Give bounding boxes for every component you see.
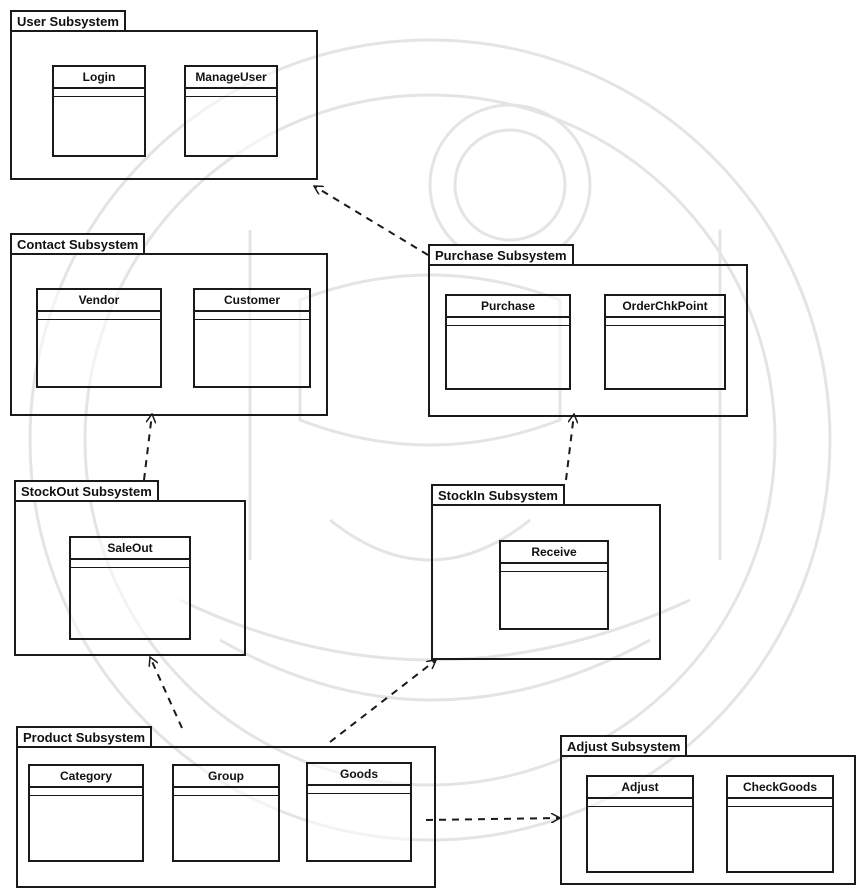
class-attributes bbox=[447, 318, 569, 326]
class-attributes bbox=[54, 89, 144, 97]
dependency-product-to-stockin bbox=[329, 660, 436, 743]
class-attributes bbox=[606, 318, 724, 326]
class-login: Login bbox=[52, 65, 146, 157]
class-attributes bbox=[38, 312, 160, 320]
package-body bbox=[560, 755, 856, 885]
class-purchase: Purchase bbox=[445, 294, 571, 390]
package-body bbox=[431, 504, 661, 660]
class-name: Goods bbox=[308, 764, 410, 786]
contact-subsystem-package: Contact Subsystem Vendor Customer bbox=[10, 233, 328, 416]
class-adjust: Adjust bbox=[586, 775, 694, 873]
class-attributes bbox=[174, 788, 278, 796]
class-saleout: SaleOut bbox=[69, 536, 191, 640]
package-label: Product Subsystem bbox=[16, 726, 153, 748]
class-attributes bbox=[728, 799, 832, 807]
purchase-subsystem-package: Purchase Subsystem Purchase OrderChkPoin… bbox=[428, 244, 748, 417]
class-category: Category bbox=[28, 764, 144, 862]
class-attributes bbox=[186, 89, 276, 97]
class-manageuser: ManageUser bbox=[184, 65, 278, 157]
class-name: Group bbox=[174, 766, 278, 788]
class-vendor: Vendor bbox=[36, 288, 162, 388]
package-body bbox=[428, 264, 748, 417]
class-receive: Receive bbox=[499, 540, 609, 630]
dependency-stockin-to-purchase bbox=[565, 414, 574, 481]
package-label: Purchase Subsystem bbox=[428, 244, 574, 266]
adjust-subsystem-package: Adjust Subsystem Adjust CheckGoods bbox=[560, 735, 856, 885]
class-group: Group bbox=[172, 764, 280, 862]
package-label: StockOut Subsystem bbox=[14, 480, 159, 502]
stockout-subsystem-package: StockOut Subsystem SaleOut bbox=[14, 480, 246, 656]
class-attributes bbox=[588, 799, 692, 807]
class-customer: Customer bbox=[193, 288, 311, 388]
class-attributes bbox=[30, 788, 142, 796]
product-subsystem-package: Product Subsystem Category Group Goods bbox=[16, 726, 436, 888]
dependency-product-to-adjust bbox=[425, 818, 560, 820]
class-orderchkpoint: OrderChkPoint bbox=[604, 294, 726, 390]
package-body bbox=[10, 30, 318, 180]
dependency-stockout-to-contact bbox=[143, 414, 152, 481]
class-attributes bbox=[308, 786, 410, 794]
class-name: Adjust bbox=[588, 777, 692, 799]
class-name: Vendor bbox=[38, 290, 160, 312]
stockin-subsystem-package: StockIn Subsystem Receive bbox=[431, 484, 661, 660]
class-name: ManageUser bbox=[186, 67, 276, 89]
package-body bbox=[14, 500, 246, 656]
class-name: CheckGoods bbox=[728, 777, 832, 799]
package-body bbox=[10, 253, 328, 416]
dependency-product-to-stockout bbox=[150, 657, 183, 729]
package-label: Adjust Subsystem bbox=[560, 735, 688, 757]
class-name: Login bbox=[54, 67, 144, 89]
class-name: SaleOut bbox=[71, 538, 189, 560]
user-subsystem-package: User Subsystem Login ManageUser bbox=[10, 10, 318, 180]
class-name: Customer bbox=[195, 290, 309, 312]
class-name: Purchase bbox=[447, 296, 569, 318]
package-label: StockIn Subsystem bbox=[431, 484, 565, 506]
dependency-purchase-to-user bbox=[314, 185, 429, 256]
class-attributes bbox=[501, 564, 607, 572]
class-name: OrderChkPoint bbox=[606, 296, 724, 318]
package-label: Contact Subsystem bbox=[10, 233, 146, 255]
class-attributes bbox=[71, 560, 189, 568]
class-name: Receive bbox=[501, 542, 607, 564]
package-label: User Subsystem bbox=[10, 10, 126, 32]
class-checkgoods: CheckGoods bbox=[726, 775, 834, 873]
class-name: Category bbox=[30, 766, 142, 788]
package-body bbox=[16, 746, 436, 888]
class-attributes bbox=[195, 312, 309, 320]
class-goods: Goods bbox=[306, 762, 412, 862]
